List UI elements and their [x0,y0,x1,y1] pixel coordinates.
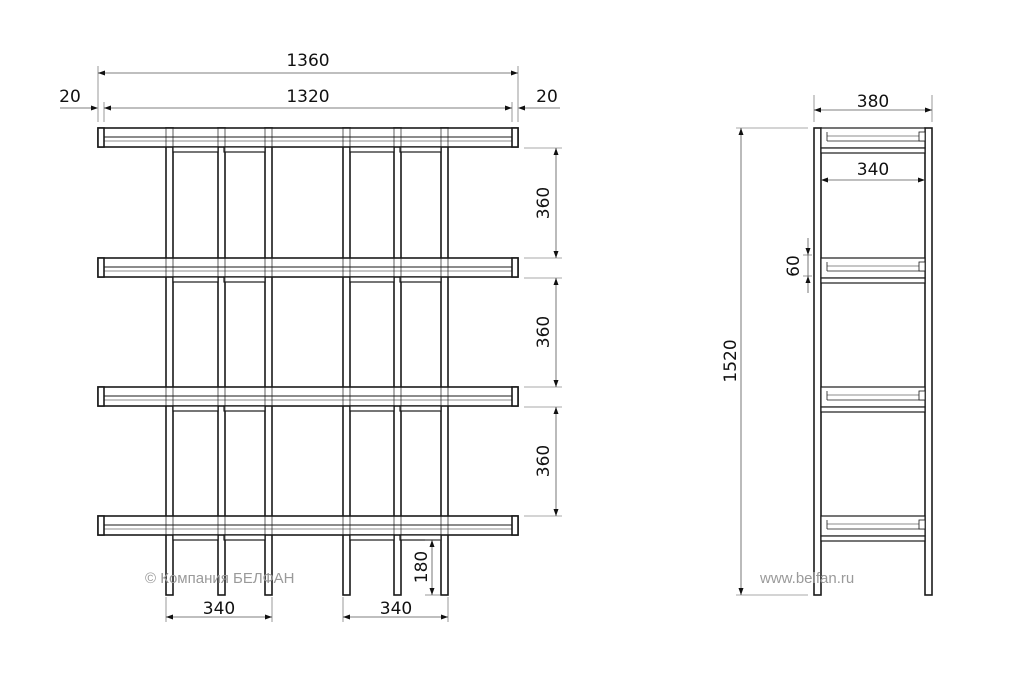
dimension-arrow [265,614,272,620]
side-crossbar [820,147,926,154]
shelf-crossbar [399,146,442,153]
shelf-end-cap-right [511,257,519,278]
dim-right-overhang-label: 20 [536,87,558,107]
dimension-arrow [805,248,811,255]
dimension-arrow [343,614,350,620]
shelf-crossbar [172,146,219,153]
shelf-end-cap-right [511,515,519,536]
dimension-arrow [553,278,559,285]
shelf-end-cap-left [97,386,105,407]
shelf-crossbar [223,276,266,283]
side-crossbar [820,535,926,542]
shelf-crossbar [172,534,219,541]
shelf-crossbar [349,534,395,541]
dimension-arrow [925,107,932,113]
shelf-crossbar [399,534,442,541]
shelf-end-cap-right [511,127,519,148]
dimension-arrow [553,251,559,258]
dim-overall-height-label: 1520 [721,339,741,382]
dim-leg-height-label: 180 [412,551,432,583]
side-upright-front [813,127,822,596]
dim-overall-depth-label: 380 [857,92,889,112]
dim-overall-width-label: 1360 [286,51,329,71]
side-crossbar [820,406,926,413]
side-shelf-tray [820,386,926,408]
shelf-crossbar [399,276,442,283]
shelf-end-cap-left [97,257,105,278]
company-watermark: © Компания БЕЛФАН [145,570,294,587]
side-shelf-tray [820,515,926,537]
dimension-arrow [104,105,111,111]
shelf-crossbar [399,405,442,412]
shelf-crossbar [223,534,266,541]
dimension-arrow [91,105,98,111]
dim-shelf-spacing-3-label: 360 [534,445,554,477]
dimension-arrow [738,128,744,135]
dim-left-overhang-label: 20 [59,87,81,107]
dimension-arrow [166,614,173,620]
dimension-arrow [553,509,559,516]
tray-lip [918,519,926,530]
dim-shelf-spacing-2-label: 360 [534,316,554,348]
dimension-arrow [805,276,811,283]
dim-shelf-spacing-1-label: 360 [534,187,554,219]
side-shelf-tray [820,257,926,279]
dimension-arrow [918,177,925,183]
website-watermark: www.belfan.ru [759,570,854,587]
dim-section-width-left-label: 340 [203,599,235,619]
shelf-end-cap-left [97,127,105,148]
dimension-arrow [511,70,518,76]
tray-lip [918,261,926,272]
dim-inner-width-label: 1320 [286,87,329,107]
shelf-crossbar [223,146,266,153]
dimension-arrow [518,105,525,111]
dimension-arrow [505,105,512,111]
dim-section-width-right-label: 340 [380,599,412,619]
dimension-arrow [429,588,435,595]
side-shelf-tray [820,127,926,149]
shelf-crossbar [349,276,395,283]
shelf-crossbar [223,405,266,412]
drawing-geometry [97,127,933,596]
shelf-crossbar [349,405,395,412]
shelf-crossbar [172,405,219,412]
tray-lip [918,390,926,401]
dim-inner-depth-label: 340 [857,160,889,180]
side-crossbar [820,277,926,284]
dimension-arrow [821,177,828,183]
dimension-arrow [553,380,559,387]
dimension-arrow [441,614,448,620]
side-upright-back [924,127,933,596]
dimension-arrow [429,540,435,547]
dimension-arrow [738,588,744,595]
shelf-end-cap-left [97,515,105,536]
dim-tray-height-label: 60 [784,255,804,277]
dimension-arrow [98,70,105,76]
shelf-crossbar [172,276,219,283]
dimension-arrow [814,107,821,113]
dimension-lines [60,66,933,622]
shelf-crossbar [349,146,395,153]
shelf-end-cap-right [511,386,519,407]
tray-lip [918,131,926,142]
dimension-arrow [553,148,559,155]
dimension-arrow [553,407,559,414]
